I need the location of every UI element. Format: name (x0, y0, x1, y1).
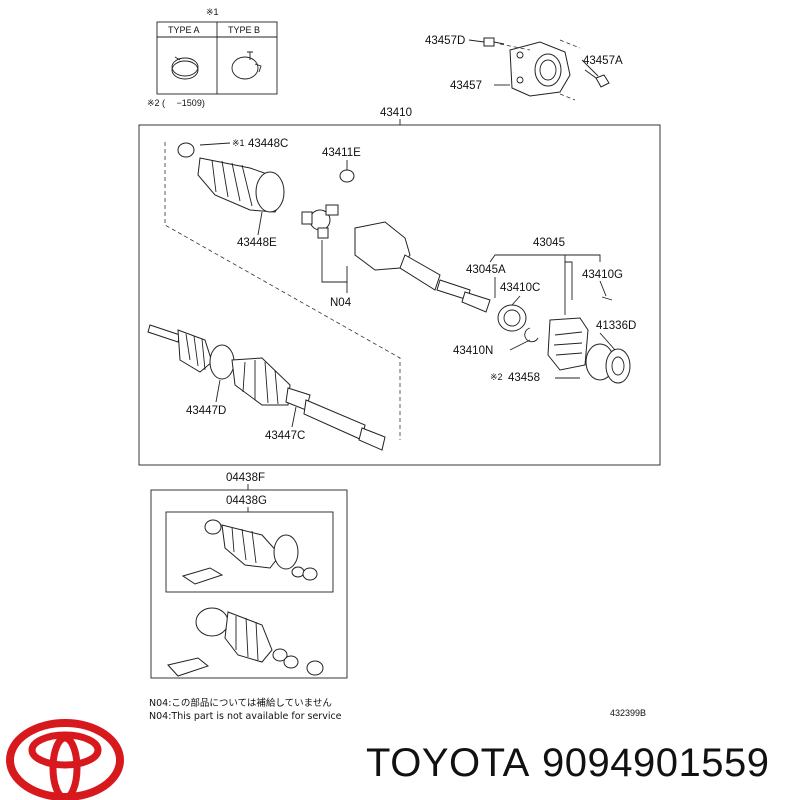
label-43457D: 43457D (425, 35, 465, 47)
tripod-joint-icon (301, 204, 339, 239)
label-43410N: 43410N (453, 345, 493, 357)
mark-43448C: ※1 (232, 138, 245, 148)
boot-kit-outer-icon (167, 607, 324, 677)
diagram-code: 432399B (610, 708, 646, 718)
label-43045A: 43045A (466, 264, 506, 276)
note-2: ※2 ( −1509) (147, 98, 205, 108)
drive-shaft-outer-icon (147, 324, 386, 451)
snap-ring-43410N-icon (524, 327, 539, 343)
clamp-type-a-icon (171, 56, 199, 80)
label-43457A: 43457A (583, 55, 623, 67)
type-inset-mark: ※1 (206, 7, 219, 17)
type-b-label: TYPE B (228, 25, 260, 35)
bolt-43457D-icon (483, 37, 505, 47)
label-43410G: 43410G (582, 269, 623, 281)
toyota-logo-icon (6, 719, 124, 800)
label-43448C: 43448C (248, 138, 288, 150)
seal-41336D-icon (605, 348, 631, 384)
type-a-label: TYPE A (168, 25, 200, 35)
brand-name: TOYOTA (366, 741, 530, 785)
bolt-43457A-icon (584, 69, 610, 88)
clamp-43448C-icon (177, 142, 195, 158)
boot-kit-inner-icon (181, 519, 318, 585)
bearing-bracket-icon (509, 41, 571, 97)
assembly-43410-frame (138, 124, 661, 466)
pin-43410G-icon (601, 296, 613, 301)
label-04438F: 04438F (226, 472, 265, 484)
label-N04: N04 (330, 297, 352, 309)
label-43458: 43458 (508, 372, 540, 384)
label-43457: 43457 (450, 80, 482, 92)
boot-kit-04438F-frame (150, 489, 348, 679)
mark-43458: ※2 (490, 372, 503, 382)
boot-kit-04438G-frame (165, 511, 334, 593)
label-04438G: 04438G (226, 495, 267, 507)
label-43448E: 43448E (237, 237, 277, 249)
label-43410: 43410 (380, 107, 412, 119)
bearing-43410C-icon (497, 304, 527, 332)
label-41336D: 41336D (596, 320, 636, 332)
label-43411E: 43411E (322, 147, 361, 159)
label-43447C: 43447C (265, 430, 305, 442)
footnote-jp: N04:この部品については補給していません (149, 697, 332, 709)
inboard-housing-icon (354, 221, 491, 313)
snap-ring-43411E-icon (339, 169, 355, 183)
part-number: 9094901559 (542, 741, 769, 785)
footnote-en: N04:This part is not available for servi… (149, 711, 342, 722)
label-43410C: 43410C (500, 282, 540, 294)
label-43045: 43045 (533, 237, 565, 249)
label-43447D: 43447D (186, 405, 226, 417)
clamp-type-b-icon (231, 51, 262, 80)
boot-43448E-icon (197, 157, 285, 213)
